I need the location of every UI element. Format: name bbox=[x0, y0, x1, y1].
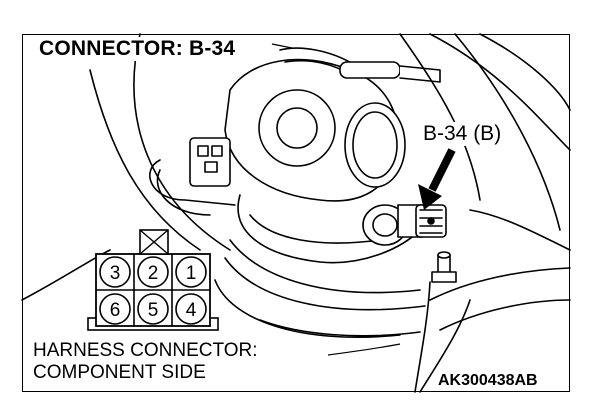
throttle-hub bbox=[276, 107, 318, 149]
bolt-base bbox=[431, 271, 457, 283]
pin-label: 2 bbox=[148, 263, 159, 284]
harness-label-line1: HARNESS CONNECTOR: bbox=[33, 340, 258, 361]
intake-pipe bbox=[224, 257, 426, 311]
pin-6 bbox=[99, 293, 131, 325]
pin-1 bbox=[175, 256, 207, 288]
panel-edge bbox=[454, 33, 561, 231]
harness-leader bbox=[327, 343, 401, 356]
throttle-bore bbox=[344, 102, 406, 188]
pin-5 bbox=[137, 293, 169, 325]
bolt bbox=[437, 254, 451, 273]
intake-pipe bbox=[214, 279, 401, 338]
pin-label: 3 bbox=[110, 263, 121, 284]
cable bbox=[149, 159, 236, 206]
intake-pipe bbox=[259, 319, 421, 337]
connector-callout-label: B-34 (B) bbox=[420, 122, 505, 146]
callout-arrow bbox=[418, 148, 456, 210]
pin-label: 5 bbox=[148, 300, 159, 321]
panel-edge bbox=[469, 209, 571, 251]
figure-code: AK300438AB bbox=[436, 372, 540, 390]
intake-base bbox=[237, 194, 421, 264]
pin-2 bbox=[137, 256, 169, 288]
intake-pipe bbox=[229, 239, 421, 294]
pin-3 bbox=[99, 256, 131, 288]
pin-label: 4 bbox=[186, 300, 197, 321]
sensor-face bbox=[372, 213, 398, 237]
panel-edge bbox=[399, 33, 481, 201]
pin-label: 1 bbox=[186, 263, 197, 284]
hose bbox=[399, 65, 441, 83]
background-curve bbox=[133, 33, 231, 251]
background-curve bbox=[429, 33, 571, 151]
title-leader bbox=[271, 43, 293, 49]
pin-label: 6 bbox=[110, 300, 121, 321]
diagram-title: CONNECTOR: B-34 bbox=[36, 37, 239, 61]
panel-edge bbox=[429, 267, 571, 301]
background-curve bbox=[479, 33, 571, 111]
panel-edge bbox=[439, 299, 571, 331]
intake-edge bbox=[249, 214, 381, 244]
harness-connector-label: HARNESS CONNECTOR: COMPONENT SIDE bbox=[31, 340, 260, 384]
background-curve bbox=[89, 69, 201, 251]
pin-4 bbox=[175, 293, 207, 325]
harness-label-line2: COMPONENT SIDE bbox=[33, 362, 206, 383]
bracket bbox=[414, 281, 431, 393]
actuator-detail bbox=[197, 145, 209, 157]
hose-fitting bbox=[339, 61, 401, 79]
b34-connector bbox=[415, 204, 447, 238]
harness-connector-diagram: 3 2 1 6 5 4 bbox=[87, 229, 219, 331]
actuator-detail bbox=[211, 145, 223, 157]
throttle-bore-inner bbox=[352, 111, 398, 179]
actuator-detail bbox=[204, 161, 218, 173]
panel-edge bbox=[419, 299, 471, 393]
cable bbox=[156, 169, 211, 216]
bolt-head bbox=[437, 251, 451, 259]
hose bbox=[279, 47, 356, 66]
